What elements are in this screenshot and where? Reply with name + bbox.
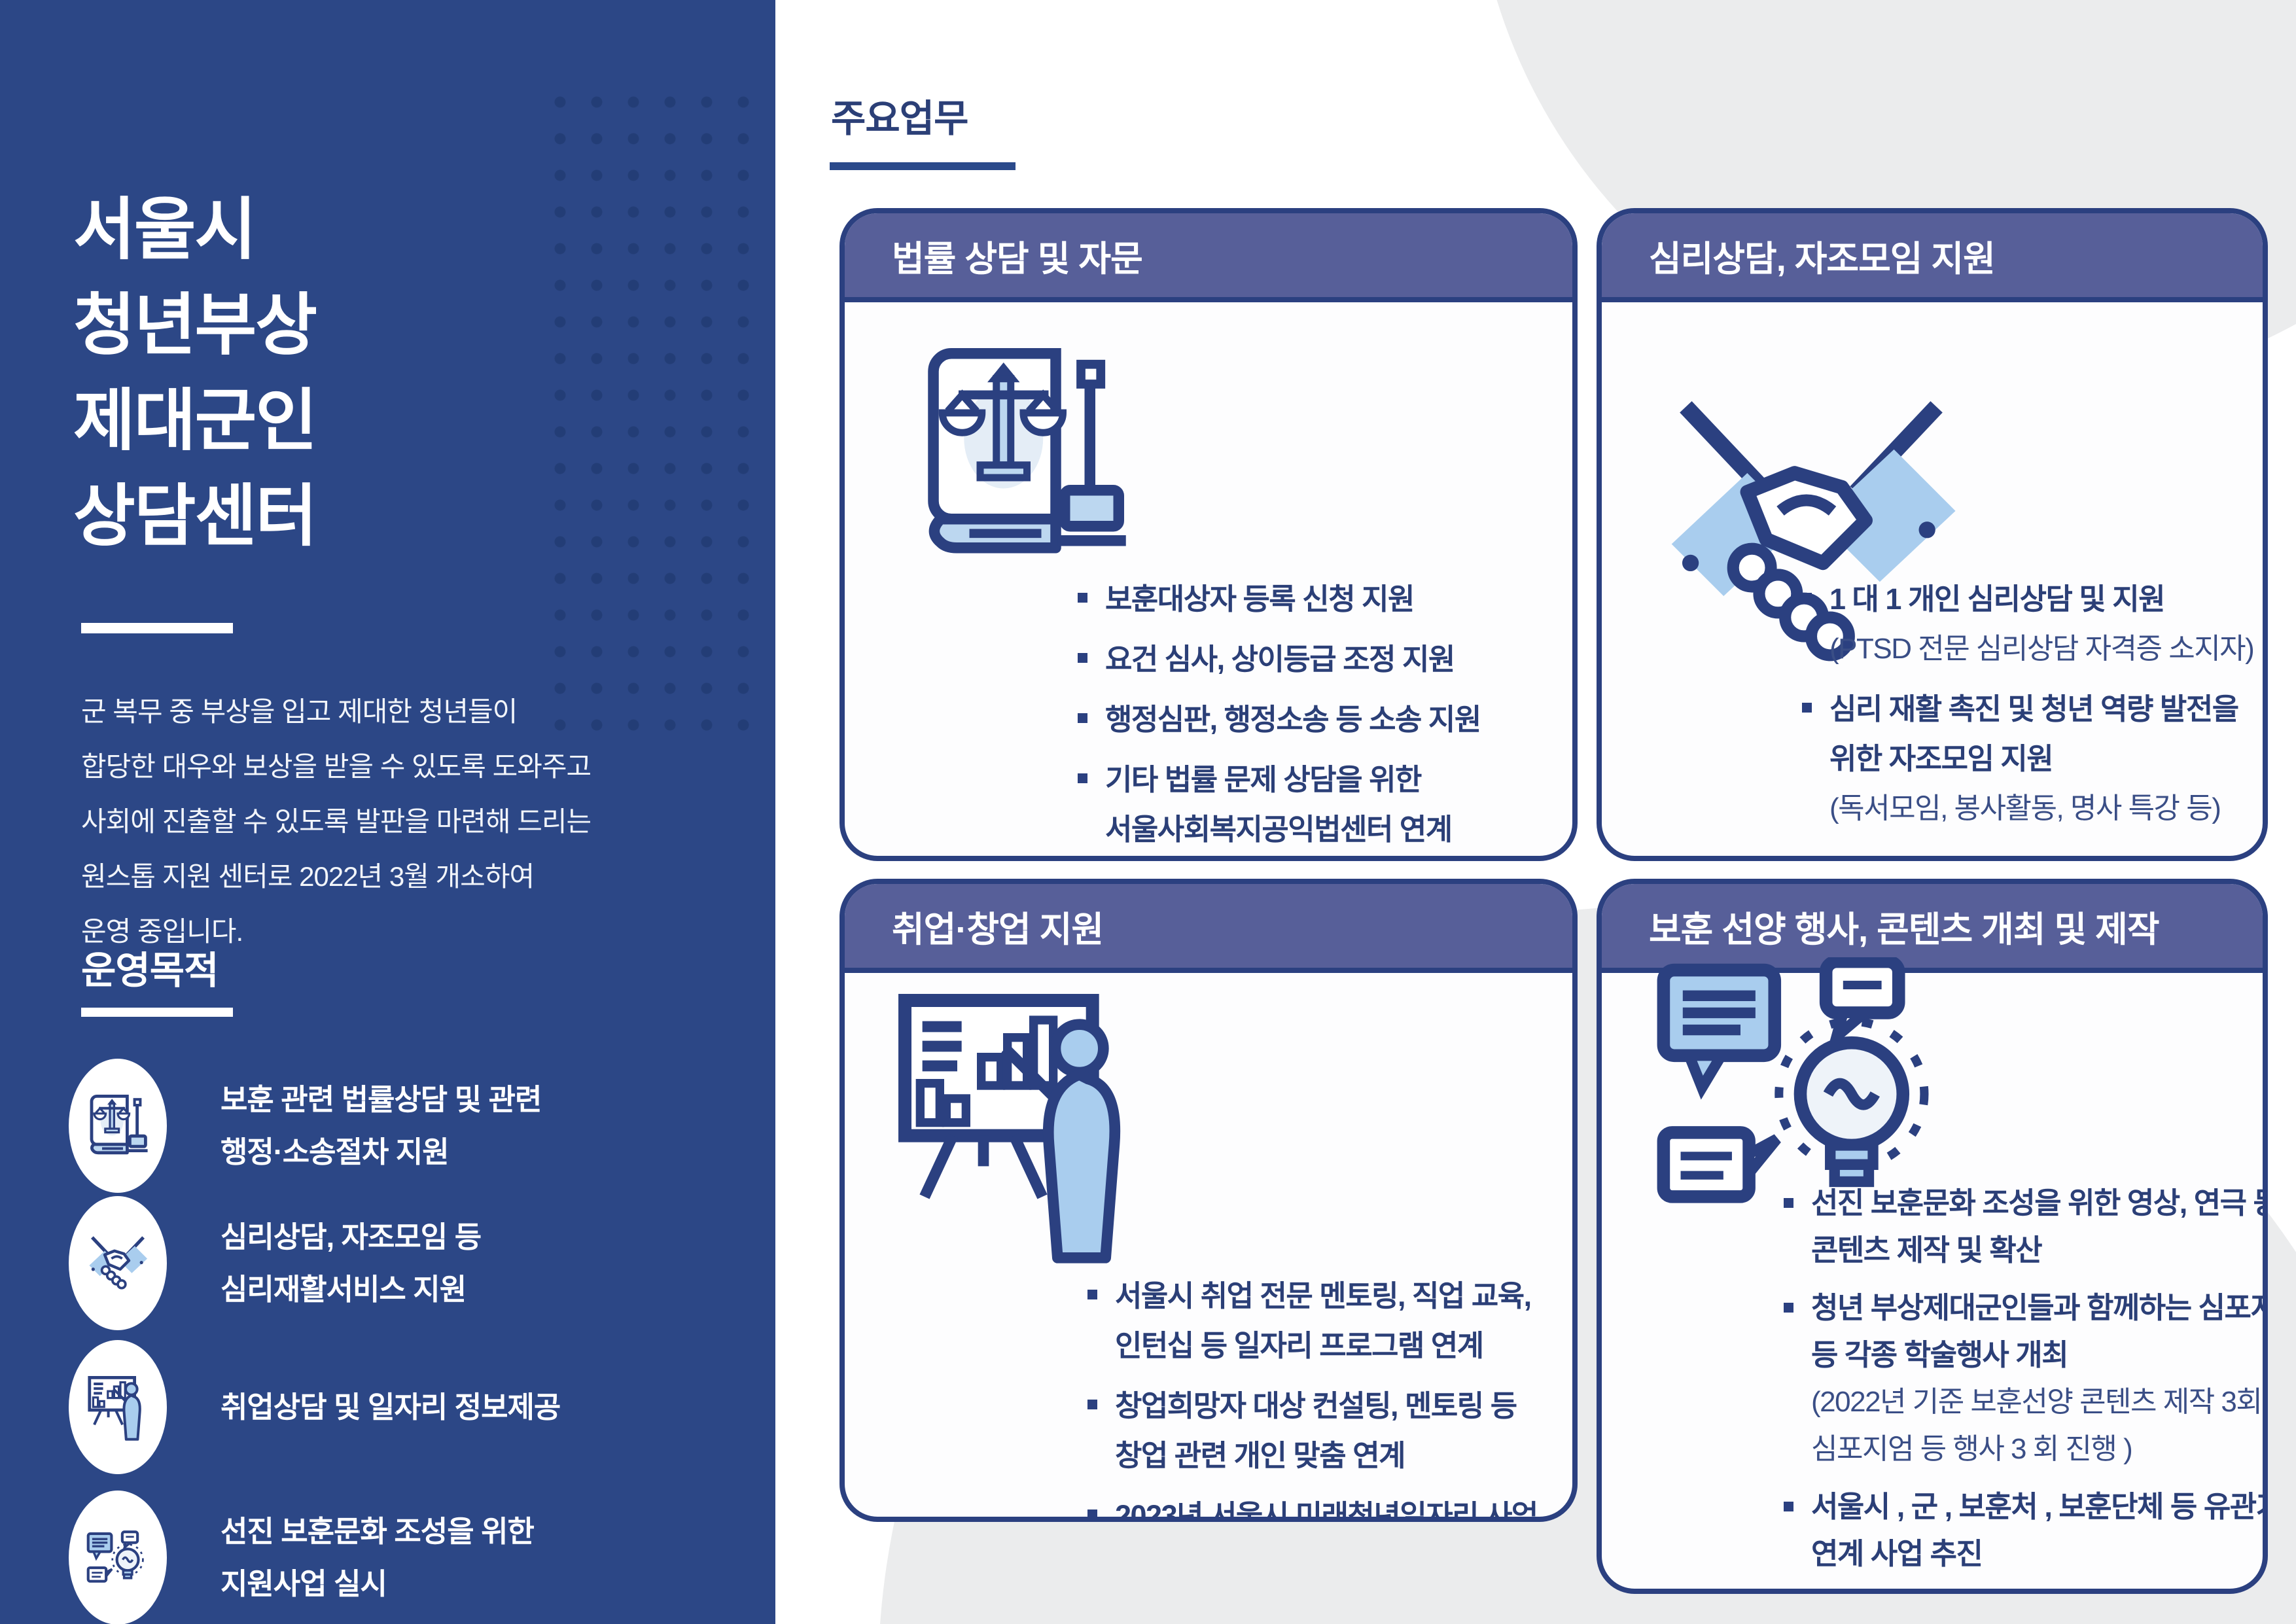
card-bullet-list: 보훈대상자 등록 신청 지원 요건 심사, 상이등급 조정 지원 행정심판, 행… [1074,574,1558,856]
purpose-line: 취업상담 및 일자리 정보제공 [221,1390,561,1424]
title-line: 상담센터 [73,478,317,554]
bullet-line: 청년 부상제대군인들과 함께하는 심포지엄 [1780,1284,2263,1332]
law-book-icon [915,339,1131,573]
bullet-note-line: (2022년 기준 보훈선양 콘텐츠 제작 3회, [1811,1386,2268,1418]
purpose-icon-circle [69,1491,167,1624]
description-line: 합당한 대우와 보상을 받을 수 있도록 도와주고 [81,751,592,782]
purpose-item-text: 선진 보훈문화 조성을 위한 지원사업 실시 [221,1506,535,1610]
bullet-item: 서울시 취업 전문 멘토링, 직업 교육, 인턴십 등 일자리 프로그램 연계 [1084,1271,1561,1371]
bullet-line: 요건 심사, 상이등급 조정 지원 [1074,635,1558,684]
description-line: 운영 중입니다. [81,916,243,947]
bullet-line: 창업희망자 대상 컨설팅, 멘토링 등 [1084,1381,1561,1431]
bullet-item: 기타 법률 문제 상담을 위한 서울사회복지공익법센터 연계 [1074,755,1558,855]
bullet-item: 창업희망자 대상 컨설팅, 멘토링 등 창업 관련 개인 맞춤 연계 [1084,1381,1561,1481]
purpose-item-text: 보훈 관련 법률상담 및 관련 행정·소송절차 지원 [221,1074,542,1178]
main-section-underline [830,162,1016,170]
card-legal-counseling: 법률 상담 및 자문 보훈대상자 등록 신청 지원 요건 심사, 상이등급 조정… [839,208,1578,861]
card-header: 심리상담, 자조모임 지원 [1602,213,2263,302]
card-header: 보훈 선양 행사, 콘텐츠 개최 및 제작 [1602,884,2263,973]
main-section-heading: 주요업무 [831,97,968,140]
purpose-line: 심리상담, 자조모임 등 [221,1220,482,1254]
bullet-line: 등 각종 학술행사 개최 [1811,1338,2069,1371]
description-line: 군 복무 중 부상을 입고 제대한 청년들이 [81,696,518,727]
law-book-icon [86,1092,149,1160]
card-psych-counseling: 심리상담, 자조모임 지원 1 대 1 개인 심리상담 및 지원 (PTSD 전… [1597,208,2268,861]
bullet-line: 위한 자조모임 지원 [1829,742,2054,775]
idea-bubbles-icon [86,1524,149,1592]
bullet-line: 콘텐츠 제작 및 확산 [1811,1233,2043,1267]
card-employment-startup: 취업·창업 지원 서울시 취업 전문 멘토링, 직업 교육, 인턴십 등 일자리… [839,879,1578,1522]
bullet-note-line: (독서모임, 봉사활동, 명사 특강 등) [1829,792,2221,824]
purpose-heading: 운영목적 [81,949,219,992]
title-line: 청년부상 [73,287,317,362]
title-line: 제대군인 [73,383,317,458]
bullet-item: 서울시 , 군 , 보훈처 , 보훈단체 등 유관기관 연계 사업 추진 [1780,1483,2263,1578]
bullet-item: 행정심판, 행정소송 등 소송 지원 [1074,695,1558,745]
card-bullet-list: 선진 보훈문화 조성을 위한 영상, 연극 등 콘텐츠 제작 및 확산 청년 부… [1780,1180,2268,1588]
purpose-icon-circle [69,1196,167,1330]
purpose-heading-underline [81,1008,233,1017]
bullet-line: 기타 법률 문제 상담을 위한 [1074,755,1558,805]
purpose-item-culture: 선진 보훈문화 조성을 위한 지원사업 실시 [69,1491,535,1624]
presentation-icon [86,1373,149,1441]
bullet-line: 보훈대상자 등록 신청 지원 [1074,574,1558,624]
card-title: 법률 상담 및 자문 [892,239,1143,279]
purpose-item-text: 취업상담 및 일자리 정보제공 [221,1381,561,1434]
bullet-note-line: 심포지엄 등 행사 3 회 진행 ) [1811,1433,2133,1465]
bullet-line: 인턴십 등 일자리 프로그램 연계 [1115,1329,1484,1362]
dot-pattern-decoration [542,84,772,732]
bullet-item: 청년 부상제대군인들과 함께하는 심포지엄 등 각종 학술행사 개최 (2022… [1780,1284,2268,1473]
card-bullet-list: 서울시 취업 전문 멘토링, 직업 교육, 인턴십 등 일자리 프로그램 연계 … [1084,1271,1561,1517]
card-title: 심리상담, 자조모임 지원 [1649,239,1996,279]
idea-bubbles-icon [1648,957,1962,1214]
purpose-line: 선진 보훈문화 조성을 위한 [221,1514,535,1548]
bullet-item: 2023년 서울시 미래청년일자리 사업 서류 심사 가점 부여, 2023년 … [1084,1491,1561,1517]
bullet-line: 행정심판, 행정소송 등 소송 지원 [1074,695,1558,745]
handshake-icon [86,1229,149,1297]
purpose-item-text: 심리상담, 자조모임 등 심리재활서비스 지원 [221,1211,482,1316]
card-bullet-list: 1 대 1 개인 심리상담 및 지원 (PTSD 전문 심리상담 자격증 소지자… [1798,574,2256,844]
card-header: 취업·창업 지원 [845,884,1572,973]
bullet-line: 심리 재활 촉진 및 청년 역량 발전을 [1798,684,2256,734]
purpose-line: 지원사업 실시 [221,1566,387,1600]
description-line: 원스톱 지원 센터로 2022년 3월 개소하여 [81,861,535,892]
bullet-item: 선진 보훈문화 조성을 위한 영상, 연극 등 콘텐츠 제작 및 확산 [1780,1180,2263,1274]
bullet-line: 선진 보훈문화 조성을 위한 영상, 연극 등 [1780,1180,2263,1227]
purpose-line: 심리재활서비스 지원 [221,1272,467,1306]
card-title: 취업·창업 지원 [892,909,1104,949]
purpose-line: 보훈 관련 법률상담 및 관련 [221,1082,542,1116]
title-divider [81,623,233,633]
bullet-line: 서울시 취업 전문 멘토링, 직업 교육, [1084,1271,1561,1321]
purpose-item-legal: 보훈 관련 법률상담 및 관련 행정·소송절차 지원 [69,1059,542,1193]
presentation-icon [892,977,1154,1273]
sidebar: 서울시 청년부상 제대군인 상담센터 군 복무 중 부상을 입고 제대한 청년들… [0,0,775,1624]
purpose-line: 행정·소송절차 지원 [221,1135,450,1169]
bullet-line: 1 대 1 개인 심리상담 및 지원 [1798,574,2256,624]
bullet-line: 2023년 서울시 미래청년일자리 사업 [1084,1491,1561,1517]
bullet-note-line: (PTSD 전문 심리상담 자격증 소지자) [1829,633,2255,665]
title-line: 서울시 [73,192,256,267]
center-title: 서울시 청년부상 제대군인 상담센터 [73,182,317,564]
bullet-line: 창업 관련 개인 맞춤 연계 [1115,1439,1406,1472]
bullet-item: 보훈대상자 등록 신청 지원 [1074,574,1558,624]
purpose-icon-circle [69,1059,167,1193]
purpose-item-employment: 취업상담 및 일자리 정보제공 [69,1340,561,1474]
center-description: 군 복무 중 부상을 입고 제대한 청년들이 합당한 대우와 보상을 받을 수 … [81,684,592,959]
bullet-item: 1 대 1 개인 심리상담 및 지원 (PTSD 전문 심리상담 자격증 소지자… [1798,574,2256,674]
bullet-line: 서울사회복지공익법센터 연계 [1105,813,1453,846]
bullet-item: 심리 재활 촉진 및 청년 역량 발전을 위한 자조모임 지원 (독서모임, 봉… [1798,684,2256,834]
bullet-line: 연계 사업 추진 [1811,1537,1983,1570]
bullet-item: 요건 심사, 상이등급 조정 지원 [1074,635,1558,684]
card-header: 법률 상담 및 자문 [845,213,1572,302]
card-honor-events-contents: 보훈 선양 행사, 콘텐츠 개최 및 제작 선진 보훈문화 조성을 위한 영상,… [1597,879,2268,1594]
card-title: 보훈 선양 행사, 콘텐츠 개최 및 제작 [1649,909,2160,949]
bullet-line: 서울시 , 군 , 보훈처 , 보훈단체 등 유관기관 [1780,1483,2263,1530]
description-line: 사회에 진출할 수 있도록 발판을 마련해 드리는 [81,806,592,837]
purpose-item-counseling: 심리상담, 자조모임 등 심리재활서비스 지원 [69,1196,482,1330]
purpose-icon-circle [69,1340,167,1474]
